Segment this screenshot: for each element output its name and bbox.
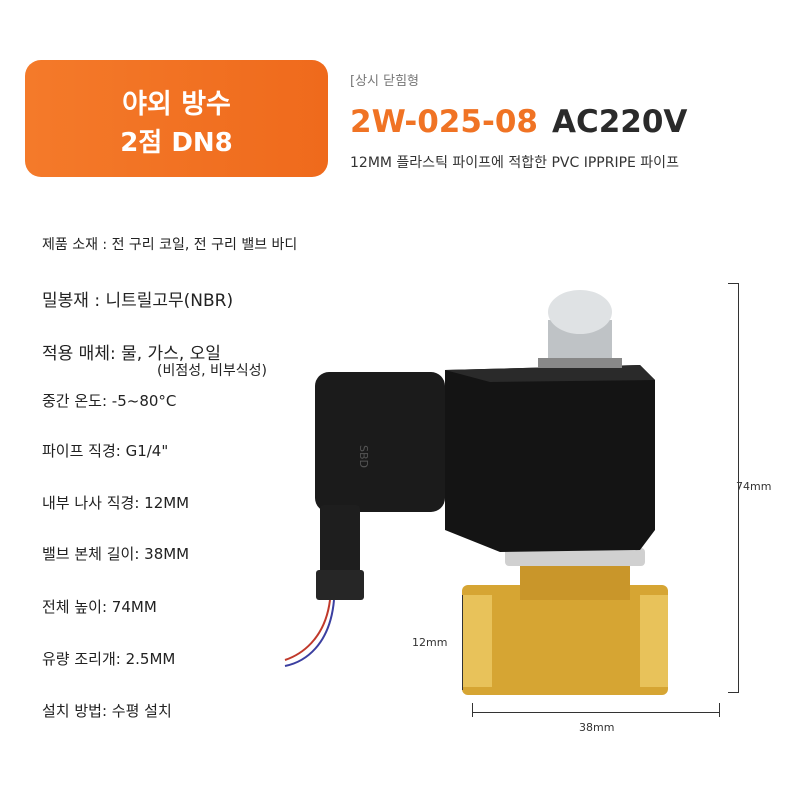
height-dim-tick-top — [728, 283, 739, 284]
spec-material: 제품 소재 : 전 구리 코일, 전 구리 밸브 바디 — [42, 237, 298, 253]
badge-line2: 2점 DN8 — [120, 128, 233, 158]
spec-pipe-diameter: 파이프 직경: G1/4" — [42, 442, 169, 460]
length-dim-tick-left — [472, 703, 473, 717]
product-title: 2W-025-08 AC220V — [350, 104, 687, 140]
waterproof-badge: 야외 방수 2점 DN8 — [25, 60, 328, 177]
model-number: 2W-025-08 — [350, 104, 538, 140]
spec-media: 적용 매체: 물, 가스, 오일 — [42, 344, 221, 364]
spec-orifice: 유량 조리개: 2.5MM — [42, 650, 176, 668]
spec-height: 전체 높이: 74MM — [42, 598, 157, 616]
valve-type-tag: [상시 닫힘형 — [350, 74, 420, 89]
length-dim-label: 38mm — [579, 721, 615, 734]
height-dim-label: 74mm — [736, 480, 772, 493]
spec-install: 설치 방법: 수평 설치 — [42, 702, 172, 720]
height-dim-line — [738, 283, 739, 693]
connector-label: SBD — [357, 445, 370, 468]
spec-temperature: 중간 온도: -5~80°C — [42, 392, 177, 410]
spec-thread: 내부 나사 직경: 12MM — [42, 494, 190, 512]
spec-media-note: (비점성, 비부식성) — [157, 363, 267, 379]
voltage: AC220V — [551, 104, 688, 140]
length-dim-tick-right — [719, 703, 720, 717]
subtitle: 12MM 플라스틱 파이프에 적합한 PVC IPPRIPE 파이프 — [350, 155, 679, 171]
length-dim-line — [472, 712, 720, 713]
spec-body-length: 밸브 본체 길이: 38MM — [42, 545, 190, 563]
height-dim-tick-bottom — [728, 692, 739, 693]
port-dim-label: 12mm — [412, 636, 448, 649]
spec-seal: 밀봉재 : 니트릴고무(NBR) — [42, 291, 234, 311]
badge-line1: 야외 방수 — [122, 89, 231, 120]
port-dim-line — [462, 595, 463, 690]
